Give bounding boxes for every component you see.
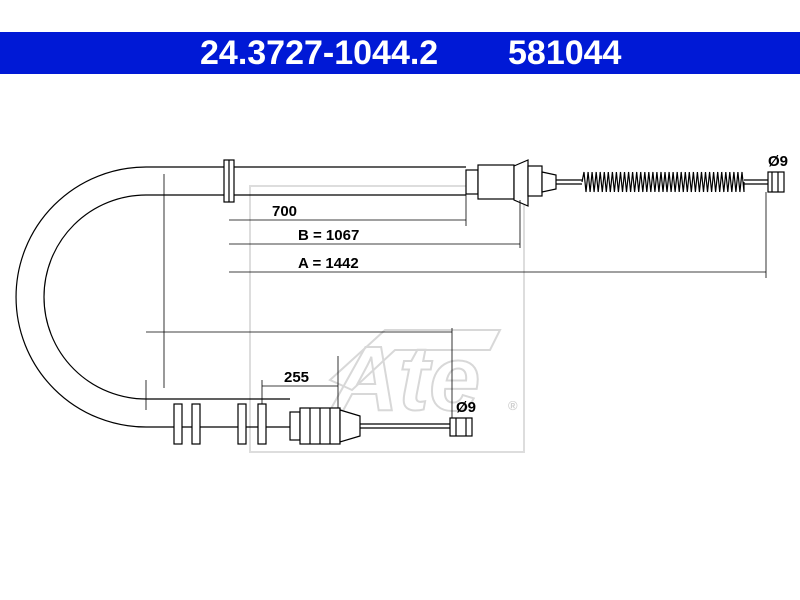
reference-number: 581044 — [508, 34, 622, 72]
top-adjuster-tip — [541, 171, 557, 193]
bottom-end-fitting — [173, 403, 473, 445]
title-bar: 24.3727-1044.2 581044 — [0, 32, 800, 74]
dim-b-label: B = 1067 — [298, 227, 359, 244]
top-end-nipple — [767, 171, 785, 193]
ate-watermark: Ate ® — [249, 185, 525, 453]
bottom-end-nipple — [449, 417, 473, 437]
dim-diameter-bottom: Ø9 — [456, 399, 476, 416]
bottom-cone — [339, 409, 361, 443]
top-adjuster-nut — [527, 165, 543, 197]
watermark-registered: ® — [508, 398, 518, 413]
bottom-clip-2 — [191, 403, 201, 445]
part-number: 24.3727-1044.2 — [200, 34, 439, 72]
bottom-collar — [289, 411, 301, 441]
dim-diameter-top: Ø9 — [768, 153, 788, 170]
sheath-top-straight — [228, 166, 466, 196]
top-adjuster-flange — [513, 159, 529, 207]
watermark-swoosh — [328, 329, 502, 392]
watermark-frame — [249, 185, 525, 453]
bottom-clip-4 — [257, 403, 267, 445]
top-end-fitting — [223, 159, 785, 207]
cable-sheath — [15, 166, 466, 428]
dim-255-label: 255 — [284, 369, 309, 386]
sheath-inner-line — [43, 194, 228, 400]
dim-700-label: 700 — [272, 203, 297, 220]
bottom-clip-3 — [237, 403, 247, 445]
top-ferrule — [465, 169, 479, 195]
top-sleeve — [477, 164, 515, 200]
dim-a-label: A = 1442 — [298, 255, 359, 272]
dimension-lines — [145, 192, 767, 418]
watermark-text: Ate — [330, 328, 480, 430]
top-spring — [581, 171, 745, 193]
bottom-clip-1 — [173, 403, 183, 445]
sheath-outer-line — [15, 166, 228, 428]
